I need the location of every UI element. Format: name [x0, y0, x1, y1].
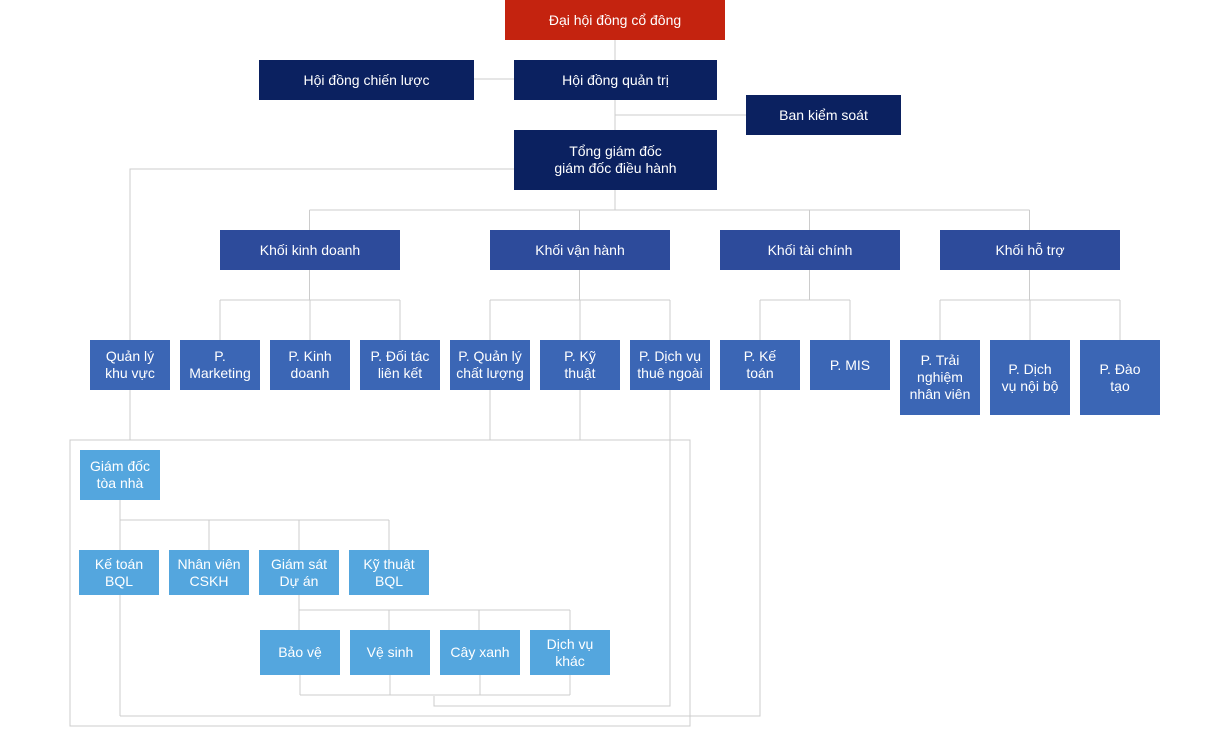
- node-dept-training: P. Đào tạo: [1080, 340, 1160, 415]
- node-block-business: Khối kinh doanh: [220, 230, 400, 270]
- node-dept-employee-experience: P. Trải nghiệm nhân viên: [900, 340, 980, 415]
- node-dept-internal-services: P. Dịch vụ nội bộ: [990, 340, 1070, 415]
- node-dept-mis: P. MIS: [810, 340, 890, 390]
- node-customer-service-staff: Nhân viên CSKH: [169, 550, 249, 595]
- node-building-director: Giám đốc tòa nhà: [80, 450, 160, 500]
- node-ceo: Tổng giám đốc giám đốc điều hành: [514, 130, 717, 190]
- node-dept-quality: P. Quản lý chất lượng: [450, 340, 530, 390]
- node-building-technician: Kỹ thuật BQL: [349, 550, 429, 595]
- node-other-services: Dịch vụ khác: [530, 630, 610, 675]
- node-shareholders-meeting: Đại hội đồng cổ đông: [505, 0, 725, 40]
- node-cleaning: Vệ sinh: [350, 630, 430, 675]
- node-area-management: Quản lý khu vực: [90, 340, 170, 390]
- node-dept-technical: P. Kỹ thuật: [540, 340, 620, 390]
- node-dept-partners: P. Đối tác liên kết: [360, 340, 440, 390]
- node-project-supervisor: Giám sát Dự án: [259, 550, 339, 595]
- node-block-operations: Khối vận hành: [490, 230, 670, 270]
- node-dept-marketing: P. Marketing: [180, 340, 260, 390]
- node-landscaping: Cây xanh: [440, 630, 520, 675]
- node-security: Bảo vệ: [260, 630, 340, 675]
- node-block-finance: Khối tài chính: [720, 230, 900, 270]
- node-building-accountant: Kế toán BQL: [79, 550, 159, 595]
- node-dept-sales: P. Kinh doanh: [270, 340, 350, 390]
- node-block-support: Khối hỗ trợ: [940, 230, 1120, 270]
- node-dept-accounting: P. Kế toán: [720, 340, 800, 390]
- node-dept-outsourcing: P. Dịch vụ thuê ngoài: [630, 340, 710, 390]
- node-strategy-council: Hội đồng chiến lược: [259, 60, 474, 100]
- node-board-of-directors: Hội đồng quản trị: [514, 60, 717, 100]
- node-supervisory-board: Ban kiểm soát: [746, 95, 901, 135]
